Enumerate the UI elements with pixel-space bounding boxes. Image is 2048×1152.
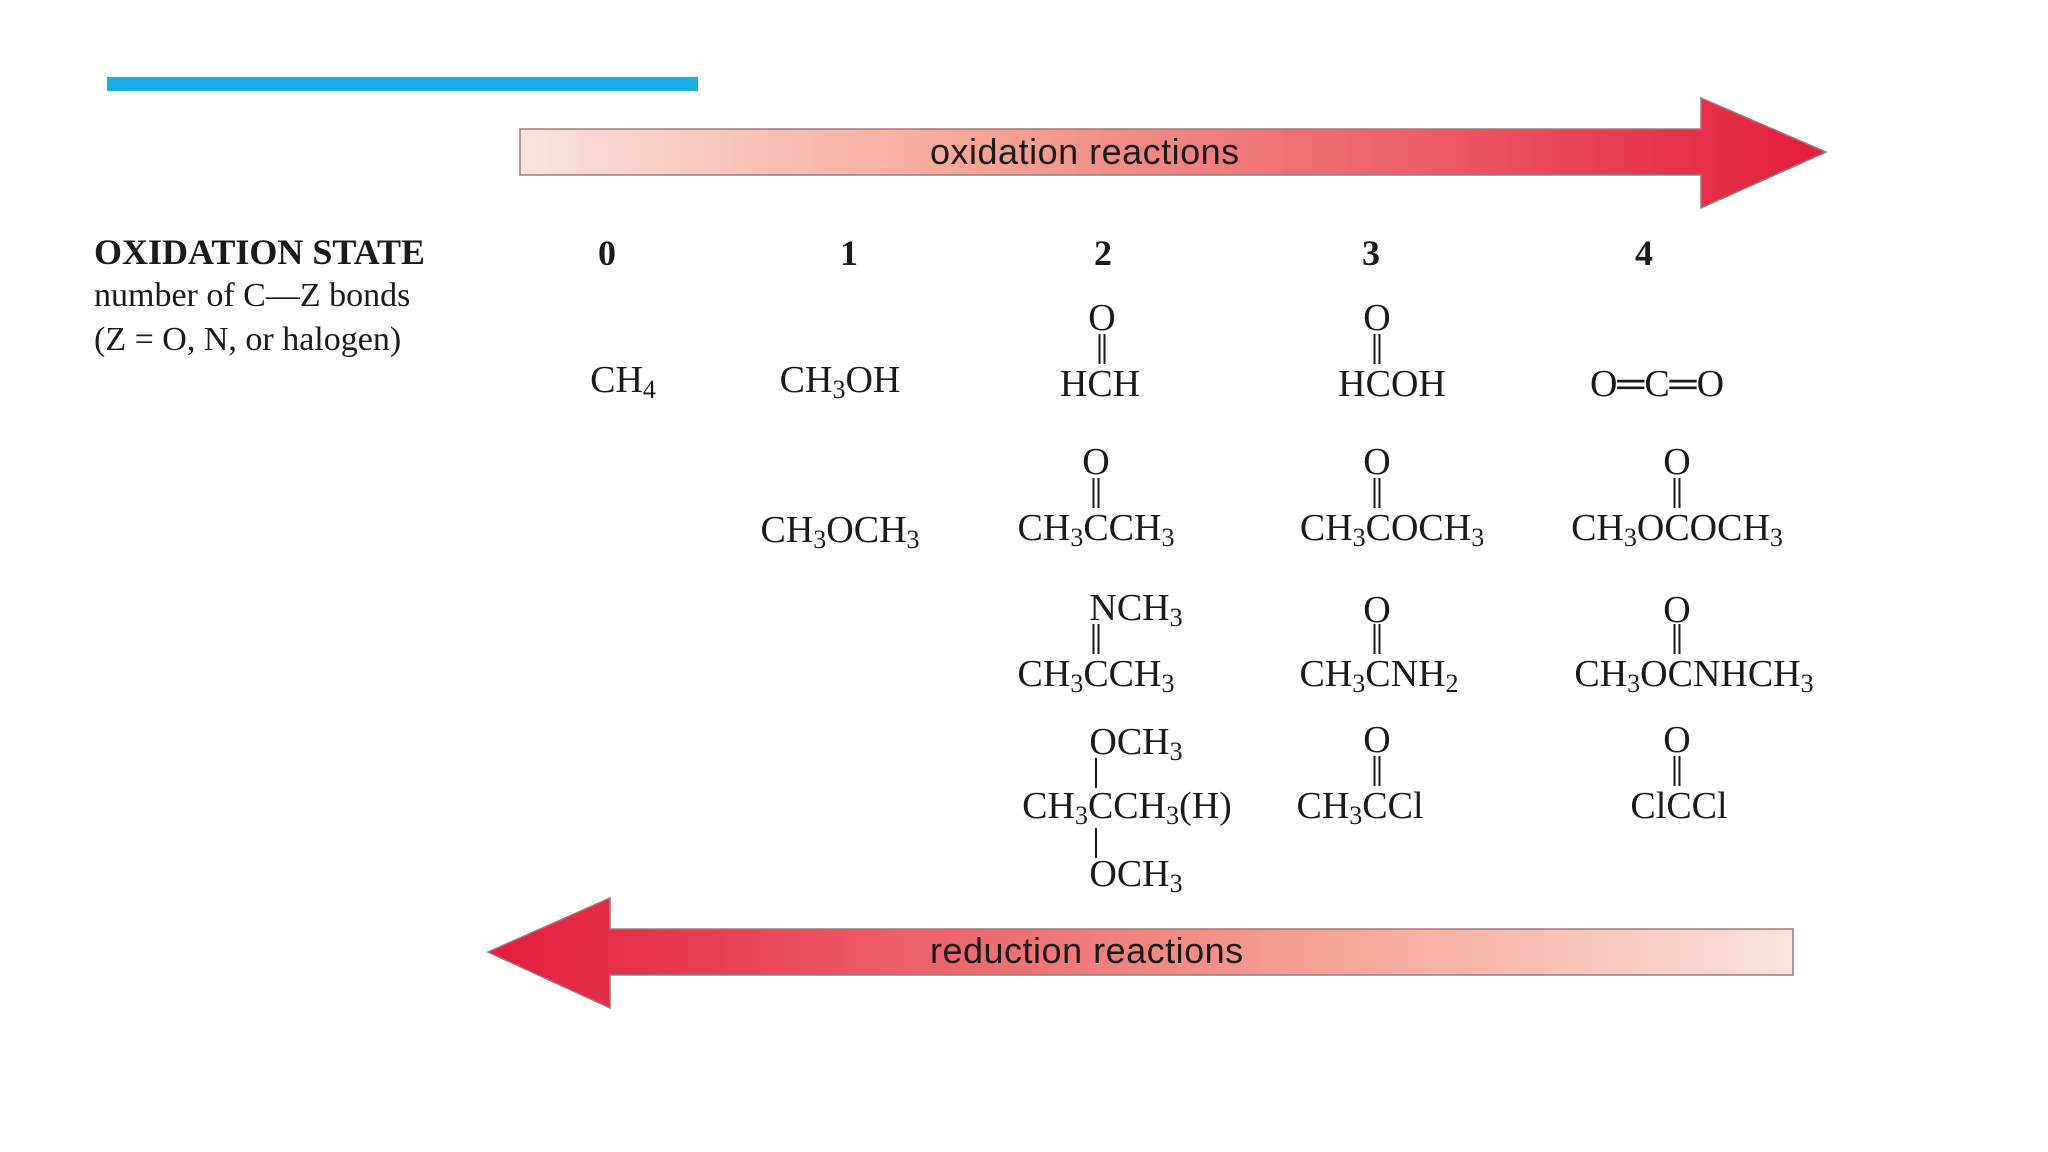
formaldehyde-double-bond	[1098, 334, 1106, 364]
dimethyl-carbonate: CH3OCOCH3	[1571, 507, 1783, 552]
phosgene: ClCCl	[1630, 785, 1728, 827]
ketal-bottom-methoxy: OCH3	[1089, 853, 1183, 898]
phosgene-double-bond	[1673, 756, 1681, 786]
carbamate-oxygen: O	[1663, 589, 1691, 631]
amide-oxygen: O	[1363, 589, 1391, 631]
imine: CH3CCH3	[1017, 653, 1175, 698]
oxidation-state-heading: OXIDATION STATE number of C—Z bonds (Z =…	[94, 230, 425, 362]
state-3: 3	[1362, 233, 1380, 273]
carbon-dioxide: O═C═O	[1589, 363, 1725, 405]
carbonate-double-bond	[1673, 478, 1681, 508]
state-1: 1	[840, 233, 858, 273]
state-4: 4	[1635, 233, 1653, 273]
acetone-double-bond	[1092, 478, 1100, 508]
carbamate-double-bond	[1673, 624, 1681, 654]
ketal: CH3CCH3(H)	[1022, 785, 1232, 830]
state-0: 0	[598, 233, 616, 273]
formic-acid: HCOH	[1338, 363, 1446, 405]
carbonate-oxygen: O	[1663, 441, 1691, 483]
ester-double-bond	[1373, 478, 1381, 508]
acetamide: CH3CNH2	[1299, 653, 1459, 698]
carbamate: CH3OCNHCH3	[1574, 653, 1814, 698]
dimethyl-ether: CH3OCH3	[760, 509, 920, 554]
heading-title: OXIDATION STATE	[94, 232, 426, 272]
acetone-oxygen: O	[1082, 441, 1110, 483]
acyl-chloride-oxygen: O	[1363, 719, 1391, 761]
ketal-bottom-bond	[1095, 828, 1097, 858]
state-2: 2	[1094, 233, 1112, 273]
imine-double-bond	[1092, 624, 1100, 654]
phosgene-oxygen: O	[1663, 719, 1691, 761]
acetyl-chloride: CH3CCl	[1296, 785, 1424, 830]
acetone: CH3CCH3	[1017, 507, 1175, 552]
formaldehyde-oxygen: O	[1088, 297, 1116, 339]
reduction-label: reduction reactions	[930, 930, 1244, 971]
formic-acid-oxygen: O	[1363, 297, 1391, 339]
methane: CH4	[590, 359, 656, 404]
imine-nitrogen-group: NCH3	[1089, 587, 1183, 632]
methanol: CH3OH	[779, 359, 901, 404]
heading-line-2: (Z = O, N, or halogen)	[94, 321, 402, 358]
title-accent-bar	[107, 77, 698, 91]
reduction-arrow-shape	[486, 896, 1794, 1010]
oxidation-label: oxidation reactions	[930, 131, 1240, 172]
formaldehyde: HCH	[1059, 363, 1141, 405]
heading-line-1: number of C—Z bonds	[94, 277, 411, 314]
formic-acid-double-bond	[1373, 334, 1381, 364]
acyl-chloride-double-bond	[1373, 756, 1381, 786]
ketal-top-bond	[1095, 758, 1097, 788]
ketal-top-methoxy: OCH3	[1089, 721, 1183, 766]
oxidation-arrow-shape	[519, 96, 1828, 210]
amide-double-bond	[1373, 624, 1381, 654]
methyl-acetate: CH3COCH3	[1299, 507, 1485, 552]
ester-oxygen: O	[1363, 441, 1391, 483]
